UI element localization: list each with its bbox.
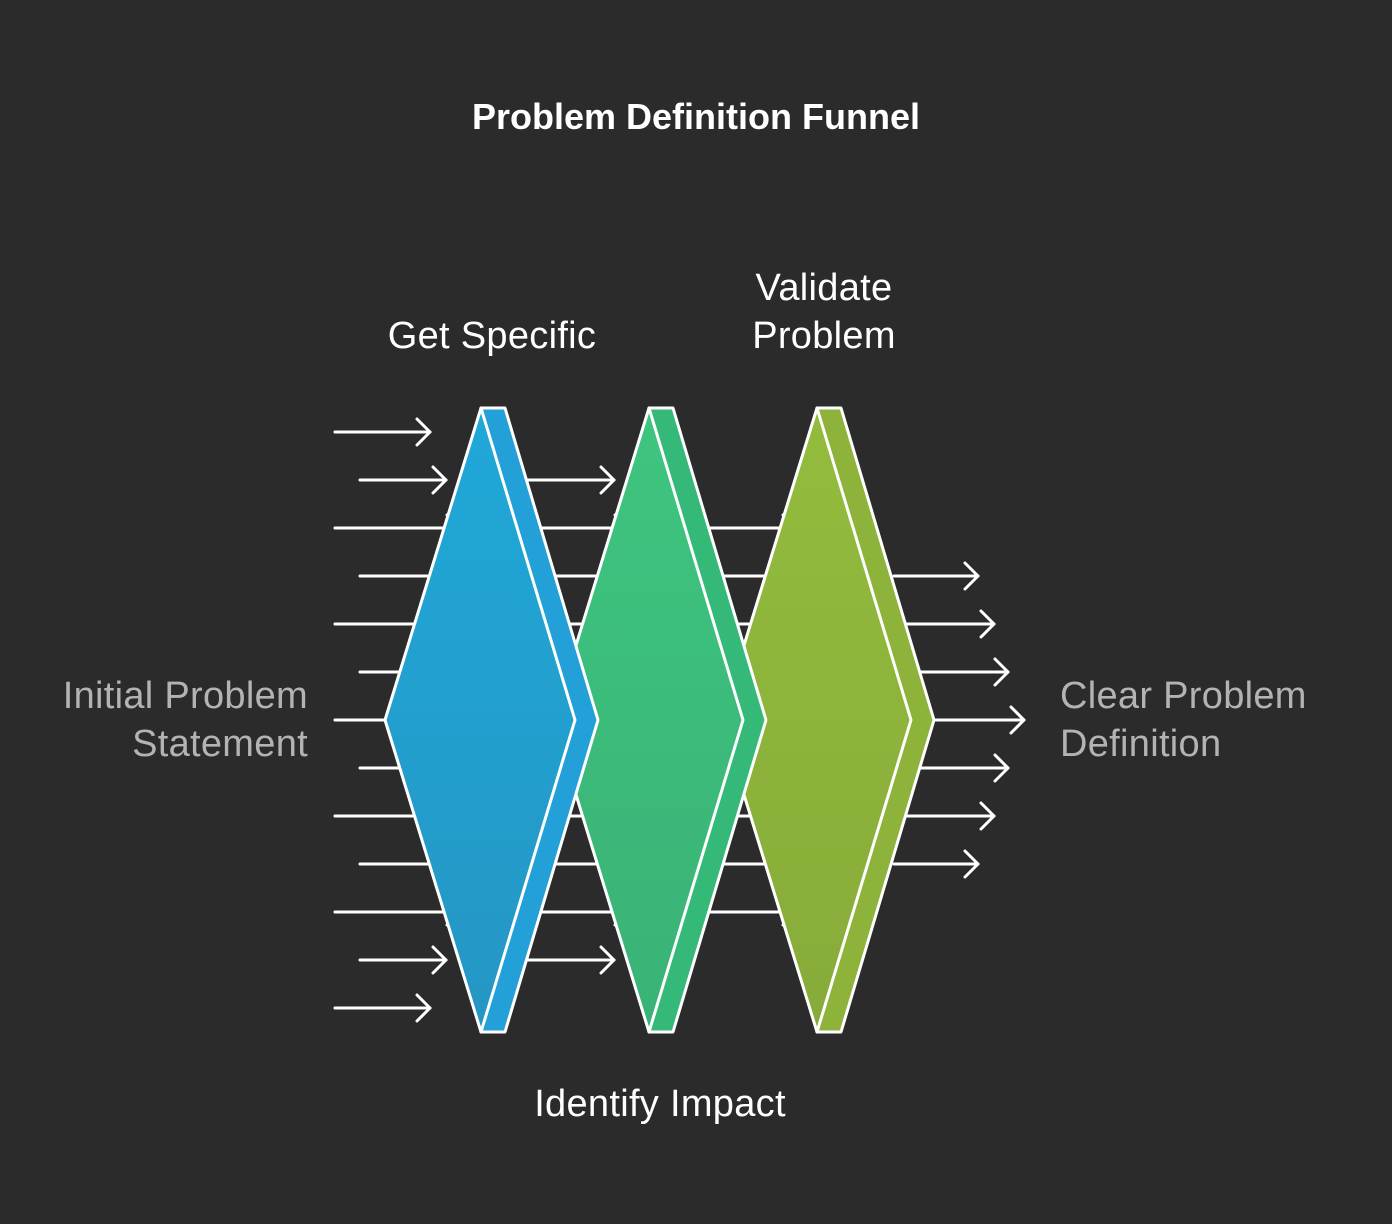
stage-identify-impact-chevron [551, 406, 768, 1034]
input-arrow [358, 945, 448, 975]
chevron-face [551, 406, 745, 1034]
output-arrow [892, 849, 980, 879]
stage-validate-problem-chevron [719, 406, 936, 1034]
output-label: Clear Problem Definition [1060, 675, 1307, 765]
output-arrow [892, 609, 996, 639]
input-arrow [333, 993, 432, 1023]
stage-arrow [526, 465, 616, 495]
stage-label-get-specific: Get Specific [387, 315, 597, 357]
output-arrow [892, 561, 980, 591]
chevron-face [383, 406, 577, 1034]
stage-arrow [526, 945, 616, 975]
stage-label-identify-impact: Identify Impact [534, 1083, 786, 1125]
chevron-face [719, 406, 913, 1034]
stage-get-specific-chevron [383, 406, 600, 1034]
diagram-title: Problem Definition Funnel [472, 96, 920, 137]
input-arrow [333, 417, 432, 447]
input-arrow [358, 465, 448, 495]
stage-label-validate-problem: Validate Problem [752, 267, 896, 357]
input-label: Initial Problem Statement [62, 675, 308, 765]
output-arrow [892, 801, 996, 831]
